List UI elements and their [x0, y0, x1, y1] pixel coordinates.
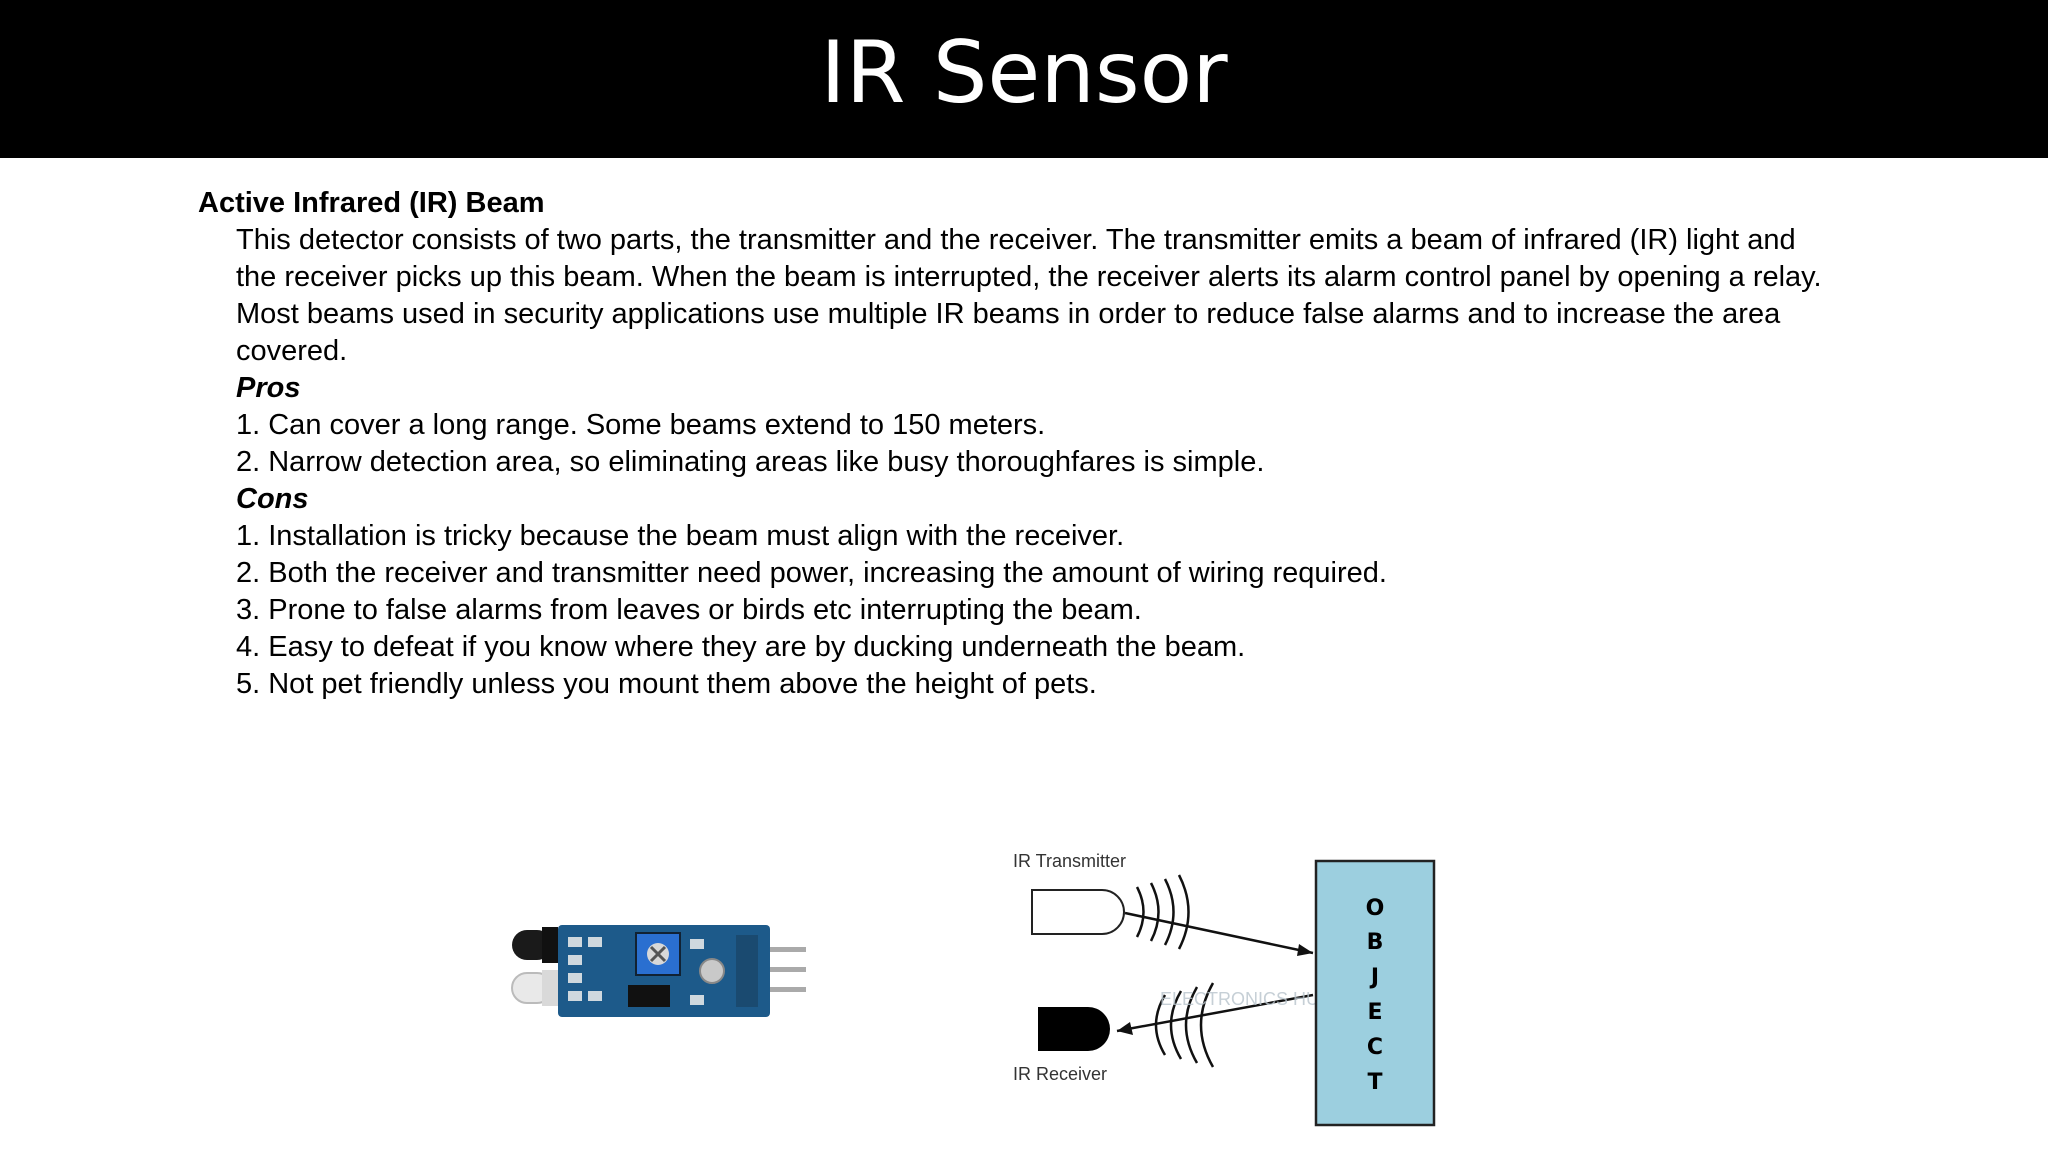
cons-item: 3. Prone to false alarms from leaves or … — [236, 594, 1142, 626]
header-pins-icon — [770, 947, 806, 992]
ir-beam-diagram: IR Transmitter ELECTRONICS HUB IR Receiv… — [1013, 851, 1436, 1127]
description-line: Most beams used in security applications… — [236, 298, 1781, 330]
transmit-waves-icon — [1135, 874, 1190, 950]
receiver-label: IR Receiver — [1013, 1064, 1107, 1084]
pros-heading: Pros — [236, 372, 301, 404]
object-letter: C — [1367, 1035, 1383, 1060]
slide-body: Active Infrared (IR) Beam This detector … — [198, 185, 1998, 703]
description-line: covered. — [236, 335, 348, 367]
section-heading: Active Infrared (IR) Beam — [198, 187, 545, 219]
cons-item: 1. Installation is tricky because the be… — [236, 520, 1125, 552]
object-label: O B J E C T — [1366, 896, 1385, 1095]
description-line: the receiver picks up this beam. When th… — [236, 261, 1822, 293]
object-box — [1314, 859, 1436, 1127]
object-letter: T — [1367, 1070, 1382, 1095]
beam-arrow-icon — [1124, 911, 1314, 956]
object-letter: O — [1366, 896, 1385, 921]
pros-item: 1. Can cover a long range. Some beams ex… — [236, 409, 1046, 441]
receive-waves-icon — [1154, 982, 1215, 1068]
cons-item: 5. Not pet friendly unless you mount the… — [236, 668, 1097, 700]
object-letter: J — [1369, 965, 1379, 990]
ir-led-clear-icon — [511, 970, 558, 1006]
section-body: This detector consists of two parts, the… — [198, 222, 1998, 703]
watermark-text: ELECTRONICS HUB — [1160, 989, 1331, 1009]
description-line: This detector consists of two parts, the… — [236, 224, 1796, 256]
ir-transmitter-icon — [1031, 889, 1125, 935]
cons-item: 2. Both the receiver and transmitter nee… — [236, 557, 1387, 589]
ir-receiver-icon — [1038, 1007, 1110, 1051]
title-bar: IR Sensor — [0, 0, 2048, 158]
cons-item: 4. Easy to defeat if you know where they… — [236, 631, 1246, 663]
pcb-board-icon — [558, 925, 770, 1017]
object-letter: E — [1367, 1000, 1382, 1025]
reflection-arrow-icon — [1116, 993, 1314, 1035]
slide-title: IR Sensor — [820, 23, 1228, 123]
cons-heading: Cons — [236, 483, 309, 515]
transmitter-label: IR Transmitter — [1013, 851, 1126, 871]
object-letter: B — [1367, 930, 1384, 955]
ir-sensor-module-image — [511, 925, 806, 1017]
pros-item: 2. Narrow detection area, so eliminating… — [236, 446, 1265, 478]
ir-led-black-icon — [512, 927, 558, 963]
